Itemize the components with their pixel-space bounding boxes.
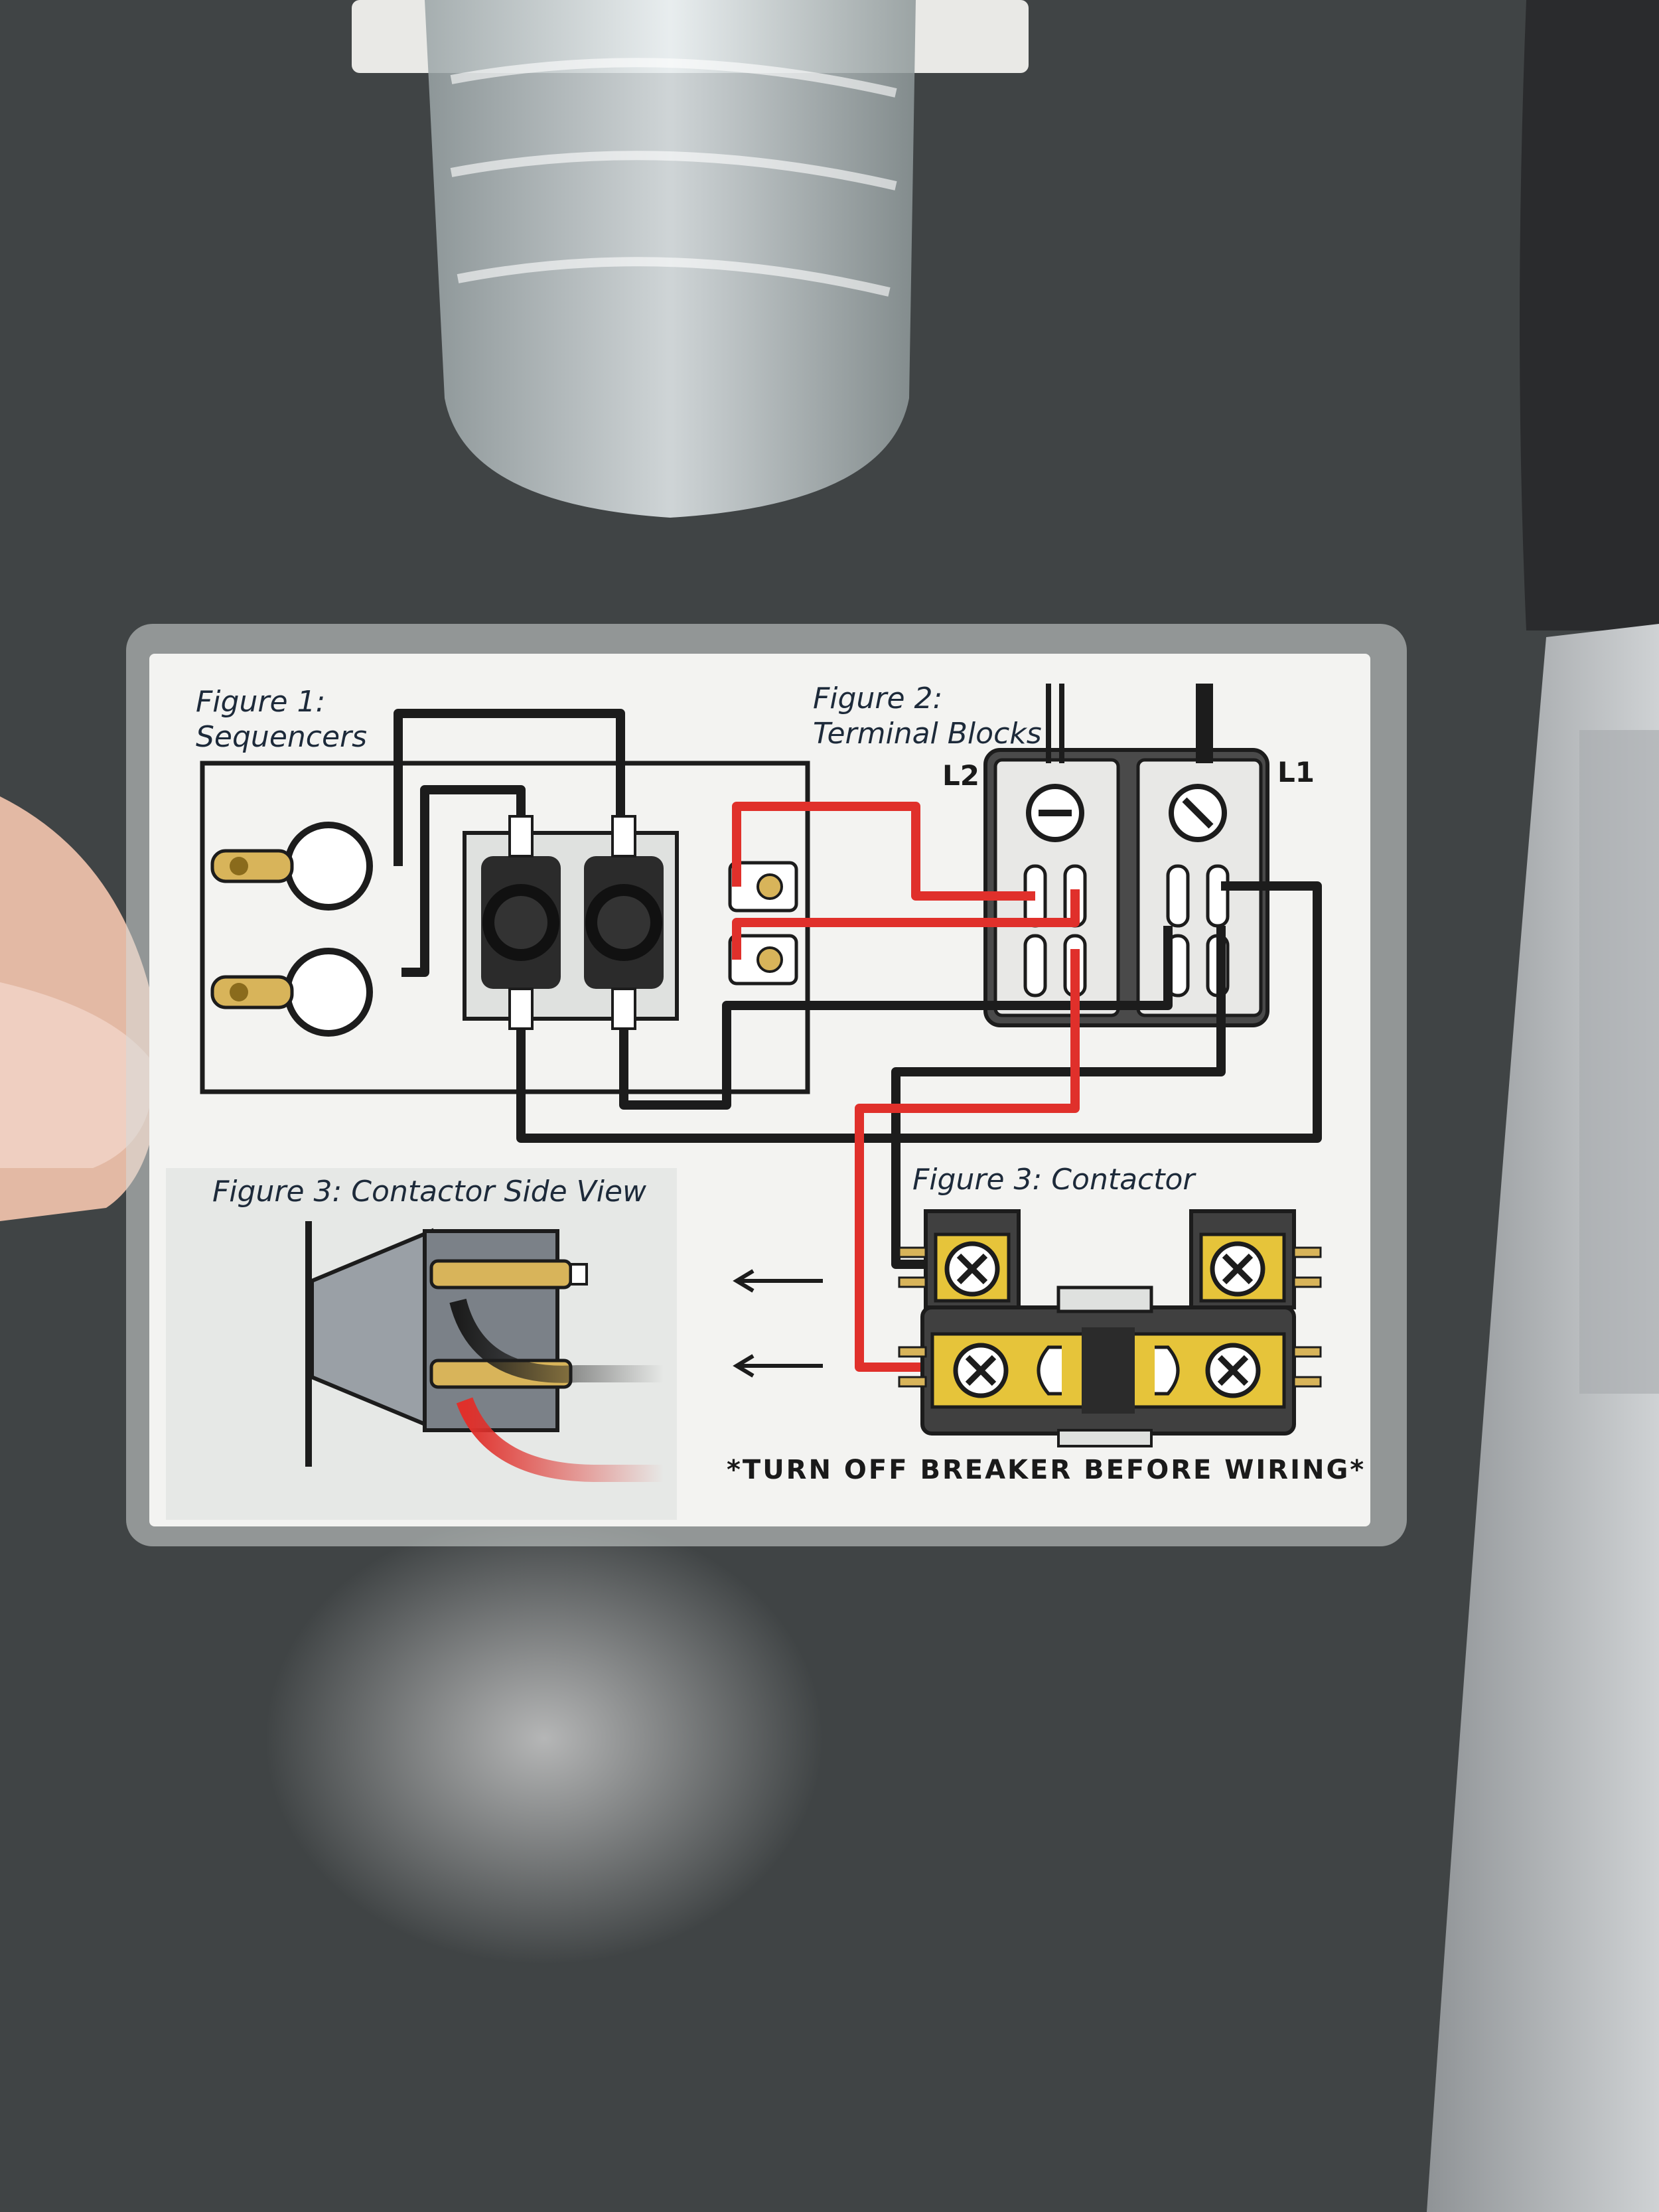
figure1-title-line1: Figure 1: [196,685,325,719]
terminal-label-l2: L2 [942,759,979,792]
light-reflection [265,1513,823,1964]
arrow-left-icon [733,1354,823,1378]
sequencer-coil-top [210,822,373,911]
figure3-contactor-title: Figure 3: Contactor [912,1163,1196,1197]
side-view-red-wire [456,1397,664,1482]
laptop [1427,0,1659,2212]
sequencer-coil-bottom [210,948,373,1037]
figure2-title-line1: Figure 2: [813,682,942,715]
contactor-side-view [305,1221,588,1467]
terminal-block-l2 [993,758,1120,1017]
sequencer-housing [200,761,810,1094]
figure2-title-line2: Terminal Blocks [813,717,1042,751]
screw-x-icon [1210,1241,1265,1297]
warning-text: *TURN OFF BREAKER BEFORE WIRING* [727,1455,1366,1485]
supply-wire-l2 [1046,684,1064,763]
figure3-side-title: Figure 3: Contactor Side View [212,1175,647,1209]
side-view-black-wire [449,1298,664,1383]
terminal-label-l1: L1 [1277,756,1315,788]
sequencer-switch-2 [584,815,664,1030]
screw-x-icon [953,1343,1009,1398]
heater-terminal-top [728,861,798,913]
finger [0,796,160,1221]
red-wires [732,802,1080,1372]
screw-x-icon [944,1241,1000,1297]
heater-terminal-bottom [728,934,798,986]
arrow-left-icon [733,1269,823,1293]
black-wires [394,709,1322,1269]
water-bottle [425,0,916,518]
contactor-tabs [898,1246,1322,1388]
sequencer-switch-1 [481,815,561,1030]
screw-x-icon [1205,1343,1261,1398]
figure1-title-line2: Sequencers [196,720,367,754]
